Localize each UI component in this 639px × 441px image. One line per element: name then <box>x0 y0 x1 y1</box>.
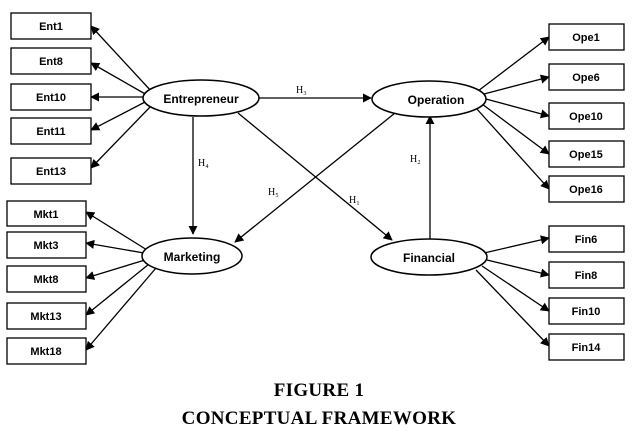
arrow-ent8 <box>90 62 148 96</box>
indicator-label-ope10: Ope10 <box>569 111 603 123</box>
indicator-box-ope16 <box>548 175 625 203</box>
indicator-label-ent1: Ent1 <box>39 21 63 33</box>
construct-label-financial: Financial <box>403 251 455 265</box>
h1-path-entrepreneur-financial <box>237 112 393 241</box>
indicator-label-ope6: Ope6 <box>572 72 600 84</box>
figure-number: FIGURE 1 <box>274 380 365 401</box>
arrow-ope16 <box>475 107 550 190</box>
indicator-label-ent11: Ent11 <box>36 126 65 138</box>
indicator-box-ent1 <box>10 12 92 40</box>
construct-entrepreneur: Entrepreneur <box>142 79 260 117</box>
indicator-box-mkt13 <box>6 302 87 330</box>
marketing-indicators: Mkt1 Mkt3 Mkt8 Mkt13 Mkt18 <box>6 200 87 365</box>
indicator-box-ope1 <box>548 23 625 51</box>
h5-path-operation-marketing <box>234 112 396 243</box>
indicator-label-fin6: Fin6 <box>575 234 598 246</box>
hypothesis-label-h3: H₃ <box>296 85 307 96</box>
arrow-mkt13 <box>85 263 150 316</box>
hypothesis-label-h2: H₂ <box>410 154 421 165</box>
indicator-box-ent8 <box>10 47 92 75</box>
arrow-mkt18 <box>85 267 157 351</box>
arrow-ope10 <box>485 98 550 119</box>
indicator-box-ent10 <box>10 83 92 111</box>
construct-marketing: Marketing <box>141 237 243 275</box>
operation-indicators: Ope1 Ope6 Ope10 Ope15 Ope16 <box>548 23 625 203</box>
indicator-label-ope1: Ope1 <box>572 32 600 44</box>
indicator-label-ent13: Ent13 <box>36 166 66 178</box>
indicator-label-mkt8: Mkt8 <box>33 274 58 286</box>
indicator-label-ent10: Ent10 <box>36 92 66 104</box>
indicator-box-ope6 <box>548 63 625 91</box>
arrow-mkt3 <box>85 239 145 254</box>
indicator-box-fin8 <box>548 261 625 289</box>
indicator-box-mkt1 <box>6 200 87 227</box>
hypothesis-paths <box>188 93 435 243</box>
arrow-fin8 <box>486 259 550 278</box>
construct-financial: Financial <box>370 238 488 276</box>
arrow-mkt8 <box>85 259 146 280</box>
hypothesis-label-h4: H₄ <box>198 158 209 169</box>
construct-label-entrepreneur: Entrepreneur <box>163 92 239 106</box>
indicator-box-ope10 <box>548 102 625 130</box>
arrow-ent11 <box>90 100 148 131</box>
construct-ellipse-entrepreneur <box>142 79 260 117</box>
indicator-box-fin14 <box>548 333 625 361</box>
indicator-label-mkt18: Mkt18 <box>30 346 61 358</box>
indicator-arrows <box>85 25 550 351</box>
arrow-fin10 <box>481 265 550 312</box>
arrow-ope1 <box>477 36 550 92</box>
indicator-box-mkt18 <box>6 337 87 365</box>
figure-title: CONCEPTUAL FRAMEWORK <box>182 408 457 429</box>
indicator-box-fin6 <box>548 225 625 253</box>
arrow-fin6 <box>483 235 550 254</box>
arrow-mkt1 <box>85 211 148 251</box>
indicator-box-mkt3 <box>6 231 87 259</box>
indicator-box-ent11 <box>10 117 92 145</box>
indicator-label-mkt1: Mkt1 <box>33 209 58 221</box>
financial-indicators: Fin6 Fin8 Fin10 Fin14 <box>548 225 625 361</box>
construct-ellipse-marketing <box>141 237 243 275</box>
arrow-ope6 <box>483 74 550 95</box>
indicator-label-ope15: Ope15 <box>569 149 603 161</box>
construct-ellipse-operation <box>371 80 487 118</box>
construct-label-marketing: Marketing <box>164 250 221 264</box>
indicator-label-ope16: Ope16 <box>569 184 603 196</box>
indicator-box-fin10 <box>548 297 625 325</box>
indicator-label-fin14: Fin14 <box>572 342 602 354</box>
construct-operation: Operation <box>371 80 487 118</box>
construct-ellipse-financial <box>370 238 488 276</box>
indicator-label-mkt13: Mkt13 <box>30 311 61 323</box>
hypothesis-label-h1: H₁ <box>349 195 360 206</box>
indicator-label-mkt3: Mkt3 <box>33 240 58 252</box>
hypothesis-label-h5: H₅ <box>268 187 279 198</box>
entrepreneur-indicators: Ent1 Ent8 Ent10 Ent11 Ent13 <box>10 12 92 185</box>
arrow-ope15 <box>481 103 550 155</box>
arrow-ent1 <box>90 25 153 93</box>
indicator-box-mkt8 <box>6 265 87 293</box>
construct-label-operation: Operation <box>408 93 465 107</box>
indicator-label-fin10: Fin10 <box>572 306 601 318</box>
indicator-label-fin8: Fin8 <box>575 270 598 282</box>
indicator-box-ope15 <box>548 140 625 168</box>
indicator-label-ent8: Ent8 <box>39 56 63 68</box>
arrow-fin14 <box>475 269 550 347</box>
indicator-box-ent13 <box>10 157 92 185</box>
arrow-ent13 <box>90 104 153 169</box>
